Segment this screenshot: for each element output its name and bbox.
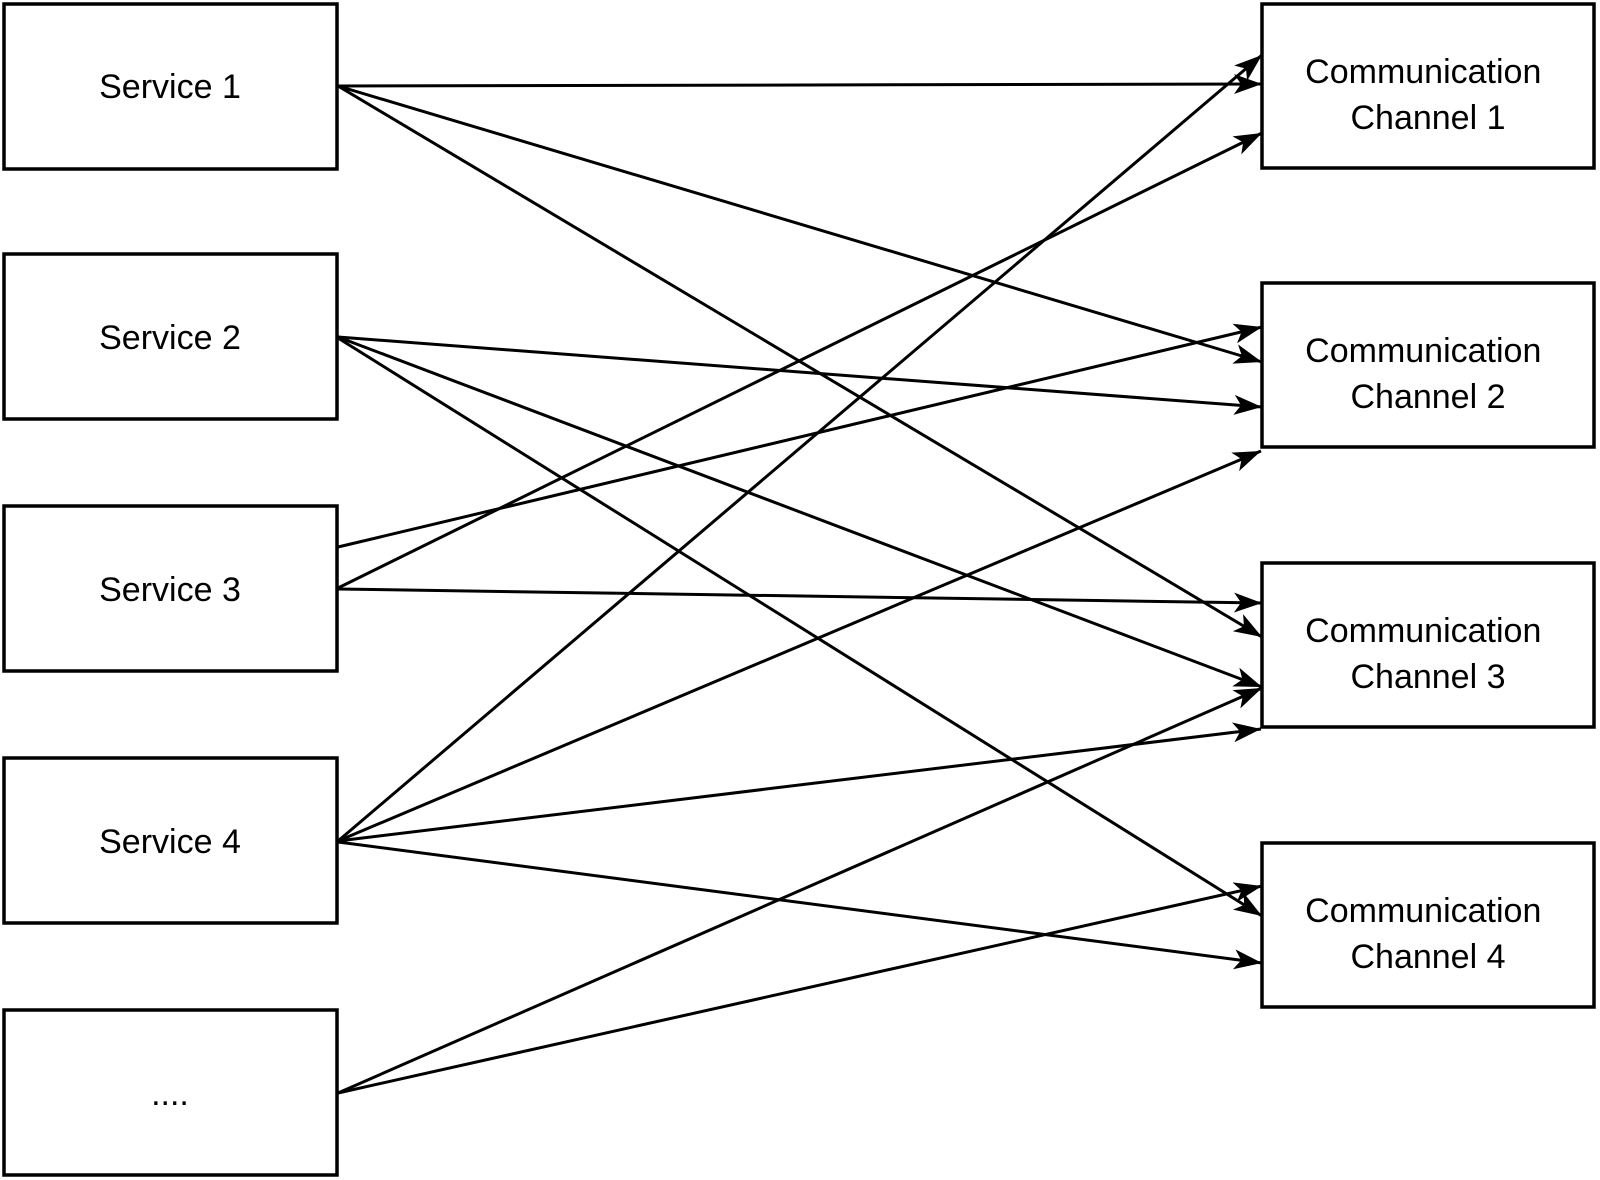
service-more-label: .... [151, 1075, 189, 1113]
node-service-more: .... [2, 1008, 339, 1177]
channel-1-label: Communication Channel 1 [1305, 53, 1551, 137]
edge-service-more-to-channel-4 [337, 882, 1263, 1095]
node-channel-4: Communication Channel 4 [1260, 841, 1596, 1009]
channel-4-label: Communication Channel 4 [1305, 892, 1551, 976]
service-4-box [2, 756, 339, 925]
edge-service-1-to-channel-2 [337, 84, 1263, 364]
edge-service-4-to-channel-1 [337, 53, 1263, 843]
edge-service-more-to-channel-3 [337, 686, 1263, 1095]
edge-service-3-to-channel-1 [337, 131, 1263, 590]
edge-service-4-to-channel-3 [337, 722, 1262, 843]
channel-2-box [1260, 281, 1596, 449]
edge-layer [337, 53, 1263, 1095]
service-3-label: Service 3 [99, 571, 241, 609]
node-service-3: Service 3 [2, 504, 339, 673]
channel-2-label: Communication Channel 2 [1305, 332, 1551, 416]
node-service-2: Service 2 [2, 252, 339, 421]
edge-service-2-to-channel-2 [337, 335, 1263, 415]
edge-service-4-to-channel-2 [337, 449, 1262, 843]
service-2-box [2, 252, 339, 421]
node-service-1: Service 1 [2, 2, 339, 171]
channel-4-box [1260, 841, 1596, 1009]
edge-service-1-to-channel-1 [337, 74, 1263, 95]
node-channel-3: Communication Channel 3 [1260, 561, 1596, 729]
service-2-label: Service 2 [99, 319, 241, 357]
channel-3-box [1260, 561, 1596, 729]
edge-service-2-to-channel-4 [337, 336, 1263, 918]
edge-service-3-to-channel-2 [337, 323, 1263, 549]
service-3-box [2, 504, 339, 673]
service-1-label: Service 1 [99, 68, 241, 106]
edge-service-4-to-channel-4 [337, 840, 1263, 970]
service-4-label: Service 4 [99, 823, 241, 861]
node-channel-1: Communication Channel 1 [1260, 2, 1596, 170]
edge-service-2-to-channel-3 [337, 335, 1263, 689]
edge-service-3-to-channel-3 [337, 587, 1263, 613]
channel-3-label: Communication Channel 3 [1305, 612, 1551, 696]
service-1-box [2, 2, 339, 171]
node-service-4: Service 4 [2, 756, 339, 925]
node-channel-2: Communication Channel 2 [1260, 281, 1596, 449]
service-more-box [2, 1008, 339, 1177]
channel-1-box [1260, 2, 1596, 170]
